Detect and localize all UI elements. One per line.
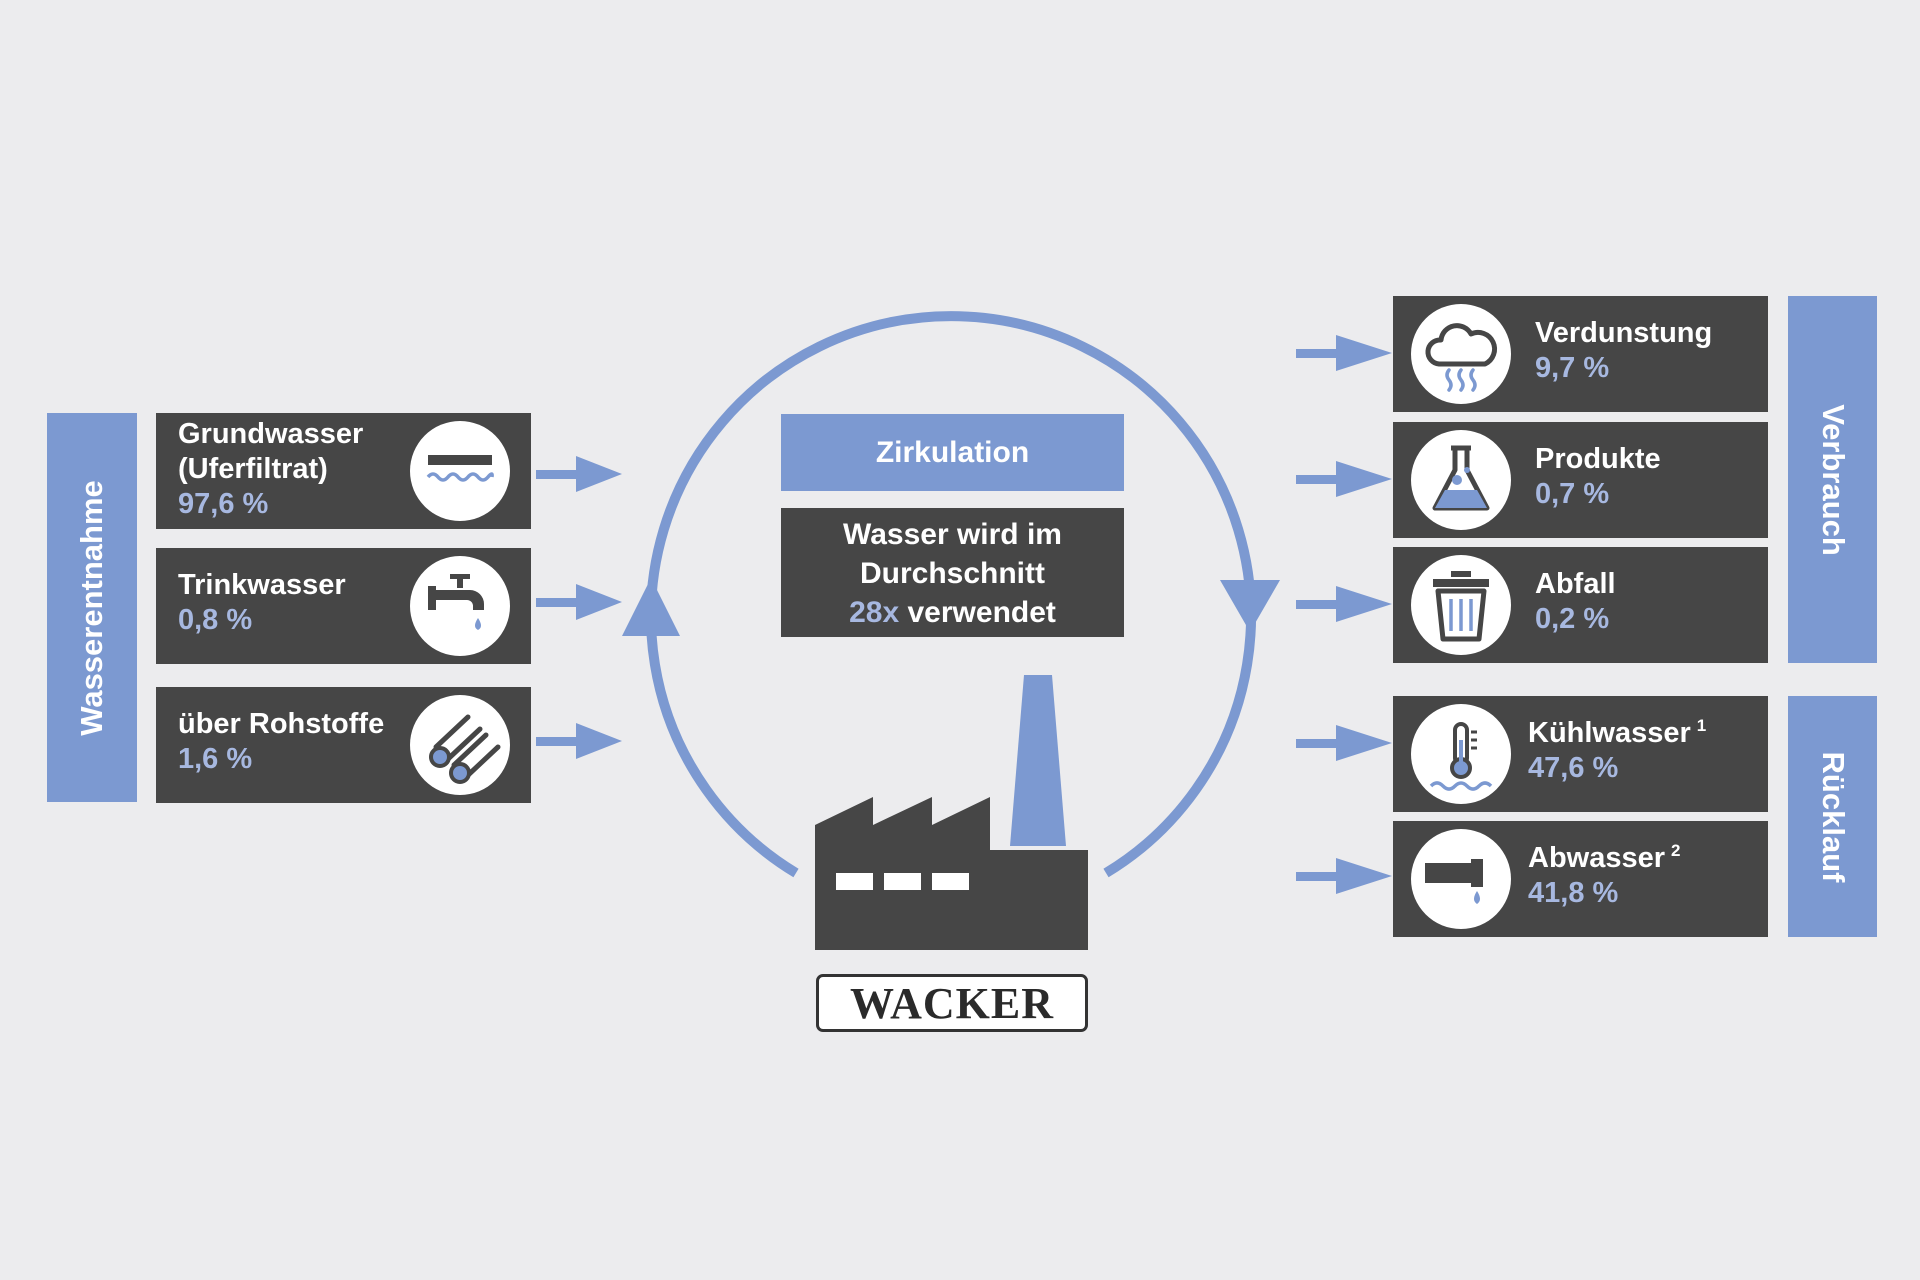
factory-window (836, 873, 873, 890)
return-value: 41,8 % (1528, 877, 1619, 909)
consumption-value: 0,7 % (1535, 478, 1610, 510)
circulation-info-box: Wasser wird im Durchschnitt 28x verwende… (781, 508, 1124, 637)
circulation-line-3-rest: verwendet (907, 596, 1056, 629)
arrow-waste (1296, 586, 1392, 622)
source-card-drinking-water: Trinkwasser 0,8 % (156, 548, 531, 664)
inflow-arrows (536, 456, 622, 759)
sidebar-water-withdrawal: Wasserentnahme (47, 413, 137, 802)
arrow-products (1296, 461, 1392, 497)
outflow-arrows (1296, 335, 1392, 894)
thermometer-water-icon (1411, 704, 1511, 804)
water-tap-icon (410, 556, 510, 656)
cycle-arrow-right-down (1220, 580, 1280, 632)
reuse-factor: 28x (849, 596, 900, 629)
raw-materials-pipes-icon (410, 695, 510, 795)
source-label: Grundwasser (178, 418, 364, 450)
factory-window (932, 873, 969, 890)
consumption-label: Verdunstung (1535, 317, 1713, 349)
consumption-label: Abfall (1535, 568, 1616, 600)
evaporation-cloud-icon (1411, 304, 1511, 404)
arrow-groundwater (536, 456, 622, 492)
trash-can-icon (1411, 555, 1511, 655)
consumption-card-products: Produkte 0,7 % (1393, 422, 1768, 538)
arrow-cooling-water (1296, 725, 1392, 761)
footnote-marker: 1 (1696, 716, 1707, 736)
arrow-wastewater (1296, 858, 1392, 894)
arrow-evaporation (1296, 335, 1392, 371)
groundwater-icon (410, 421, 510, 521)
source-card-raw-materials: über Rohstoffe 1,6 % (156, 687, 531, 803)
arrow-drinking-water (536, 584, 622, 620)
sidebar-label-return: Rücklauf (1815, 751, 1851, 882)
source-card-groundwater: Grundwasser (Uferfiltrat) 97,6 % (156, 413, 531, 529)
source-value: 97,6 % (178, 488, 269, 520)
consumption-value: 0,2 % (1535, 603, 1610, 635)
return-value: 47,6 % (1528, 752, 1619, 784)
return-label: Kühlwasser (1528, 717, 1691, 749)
return-label: Abwasser (1528, 842, 1666, 874)
consumption-card-waste: Abfall 0,2 % (1393, 547, 1768, 663)
flask-icon (1411, 430, 1511, 530)
cycle-arrow-left-up (622, 578, 680, 636)
consumption-label: Produkte (1535, 443, 1661, 475)
source-value: 0,8 % (178, 604, 253, 636)
factory-icon (815, 675, 1088, 950)
circulation-line-2: Durchschnitt (859, 557, 1045, 590)
wacker-logo: WACKER (816, 974, 1088, 1032)
arrow-raw-materials (536, 723, 622, 759)
cycle-arc-top (646, 311, 1256, 878)
source-label: Trinkwasser (178, 569, 346, 601)
source-label: über Rohstoffe (178, 708, 385, 740)
circulation-title: Zirkulation (781, 414, 1124, 491)
footnote-marker: 2 (1671, 841, 1681, 861)
consumption-value: 9,7 % (1535, 352, 1610, 384)
circular-flow-icon (622, 311, 1280, 878)
source-value: 1,6 % (178, 743, 253, 775)
sidebar-label-consumption: Verbrauch (1815, 403, 1851, 556)
consumption-card-evaporation: Verdunstung 9,7 % (1393, 296, 1768, 412)
sidebar-return-flow: Rücklauf (1788, 696, 1877, 937)
drain-pipe-icon (1411, 829, 1511, 929)
factory-chimney (1010, 675, 1066, 846)
sidebar-label-withdrawal: Wasserentnahme (74, 479, 109, 736)
circulation-line-1: Wasser wird im (843, 518, 1062, 551)
sidebar-consumption: Verbrauch (1788, 296, 1877, 663)
factory-window (884, 873, 921, 890)
circulation-line-3: 28x verwendet (781, 593, 1124, 632)
source-label-sub: (Uferfiltrat) (178, 453, 328, 485)
